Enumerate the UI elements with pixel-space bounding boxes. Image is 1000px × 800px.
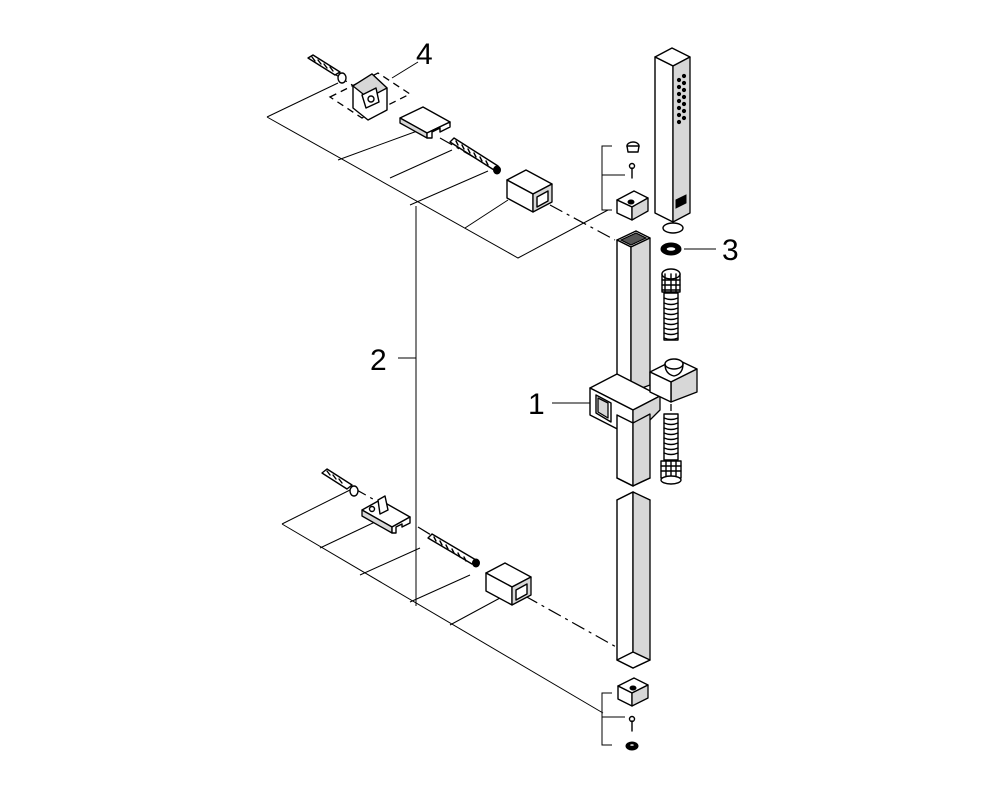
lower-anchor-bolt [321,468,359,497]
hand-shower-washer [660,242,716,256]
upper-anchor-bolt [307,54,347,84]
label-part-1: 1 [528,388,545,421]
label-part-4: 4 [416,38,433,71]
bottom-end-cap-assembly [601,677,649,751]
wall-bar-middle-section [616,413,651,669]
lower-clip-bracket [361,495,411,534]
hand-shower-head [654,47,691,234]
shower-hose-upper [661,268,681,341]
label-part-2: 2 [370,344,387,377]
lower-wall-surface [281,489,604,714]
lower-long-screw [427,533,480,568]
upper-long-screw [449,137,501,175]
shower-spray-holes [676,73,687,125]
wall-bar-upper-section [616,230,651,393]
upper-sleeve-cap [506,169,553,213]
upper-wall-surface [266,82,609,259]
upper-wall-bracket [328,61,419,121]
wall-bar-dimension [398,206,417,606]
upper-clip-plate [399,106,451,139]
label-part-3: 3 [722,234,739,267]
shower-hose-lower [660,404,682,485]
lower-sleeve-cap [485,562,532,606]
top-end-cap-assembly [601,141,649,221]
